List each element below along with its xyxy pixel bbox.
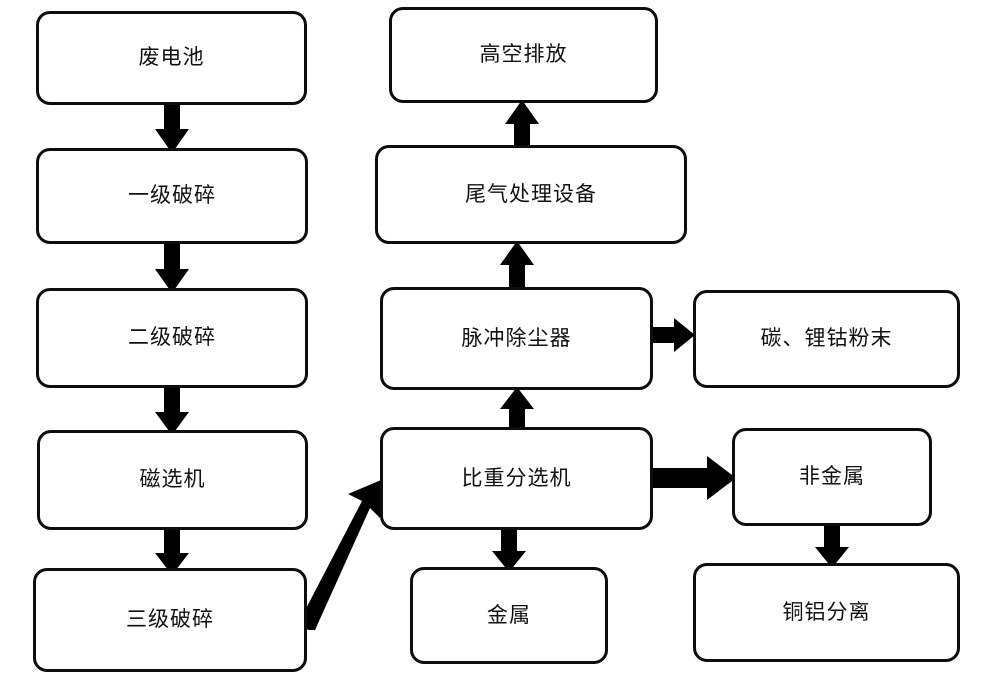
node-pulse-dust-collector[interactable]: 脉冲除尘器 [380,287,653,390]
arrow-down-icon-gravity-to-metal [492,527,526,572]
node-metal[interactable]: 金属 [410,567,608,664]
node-label: 尾气处理设备 [465,181,597,206]
arrow-down-icon-primary-to-secondary [155,241,189,293]
arrow-down-icon-waste-to-primary [155,101,189,153]
arrow-right-icon-gravity-to-nonmetal [650,456,736,500]
node-high-altitude-emission[interactable]: 高空排放 [389,7,658,103]
arrow-up-icon-gravity-to-pulse [500,387,534,431]
node-label: 二级破碎 [128,325,216,350]
arrow-diagonal-up-right-icon-tertiary-to-gravity [300,470,395,630]
node-secondary-crush[interactable]: 二级破碎 [36,288,308,388]
node-tertiary-crush[interactable]: 三级破碎 [33,568,307,672]
arrow-up-icon-exhaust-to-emission [505,100,539,150]
node-label: 三级破碎 [126,607,214,632]
node-label: 比重分选机 [461,465,572,490]
node-waste-battery[interactable]: 废电池 [36,11,307,105]
node-label: 脉冲除尘器 [461,325,572,350]
arrow-down-icon-secondary-to-magnetic [155,385,189,435]
node-label: 磁选机 [139,467,206,492]
node-carbon-lithium-cobalt-powder[interactable]: 碳、锂钴粉末 [693,290,960,388]
node-exhaust-treatment[interactable]: 尾气处理设备 [375,145,687,244]
arrow-right-icon-pulse-to-powder [651,318,695,352]
node-label: 碳、锂钴粉末 [760,326,893,351]
node-copper-aluminum-separation[interactable]: 铜铝分离 [693,563,960,662]
node-primary-crush[interactable]: 一级破碎 [36,148,308,244]
arrow-up-icon-pulse-to-exhaust [500,241,534,291]
node-gravity-separator[interactable]: 比重分选机 [380,427,653,530]
node-magnetic-separator[interactable]: 磁选机 [37,430,308,530]
node-label: 金属 [487,602,531,627]
node-non-metal[interactable]: 非金属 [732,428,932,526]
node-label: 一级破碎 [128,183,216,208]
arrow-down-icon-nonmetal-to-cualsep [815,523,849,568]
node-label: 高空排放 [479,42,568,67]
node-label: 废电池 [138,45,205,70]
node-label: 铜铝分离 [782,599,871,624]
node-label: 非金属 [799,464,865,489]
arrow-down-icon-magnetic-to-tertiary [155,527,189,575]
